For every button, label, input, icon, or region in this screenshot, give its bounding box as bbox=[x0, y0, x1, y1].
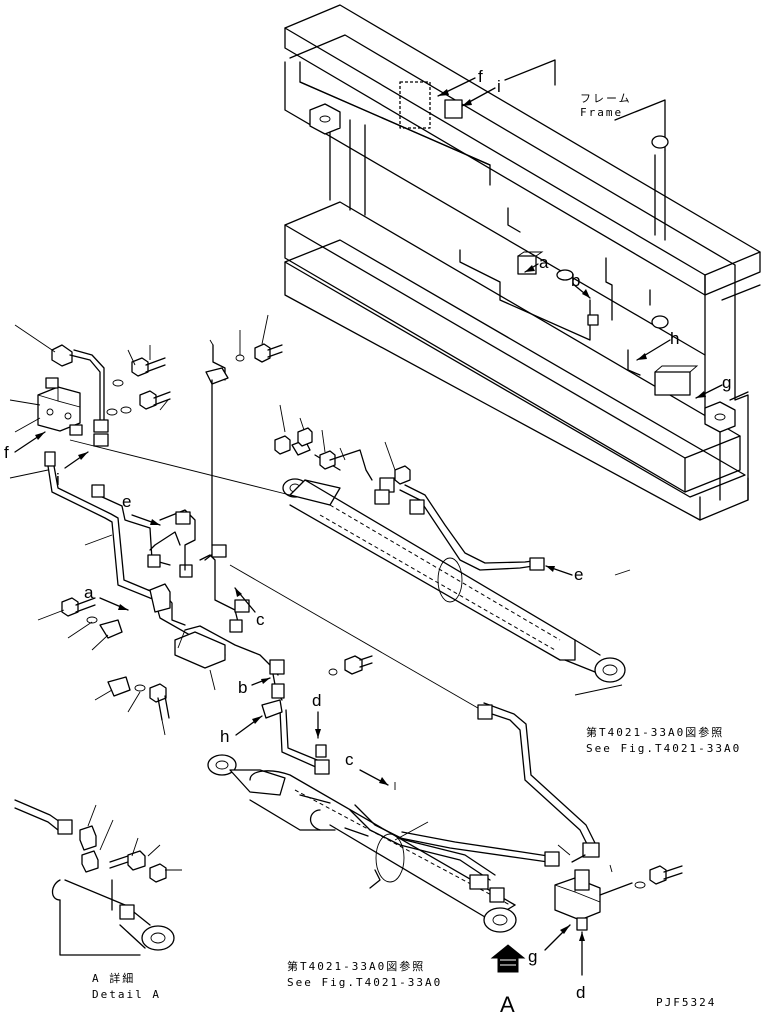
view-arrow-letter: A bbox=[500, 992, 515, 1016]
view-arrow-a: A bbox=[490, 944, 526, 1016]
callout-h-frame: h bbox=[670, 329, 679, 348]
right-valve-block bbox=[554, 865, 683, 931]
left-pipe-run bbox=[47, 465, 330, 775]
callout-b-frame: b bbox=[571, 271, 580, 290]
callout-g-frame: g bbox=[722, 373, 731, 392]
drawing-code: PJF5324 bbox=[656, 996, 716, 1009]
callout-h-mid: h bbox=[220, 727, 229, 746]
callout-d-lower: d bbox=[576, 983, 585, 1002]
detail-label-en: Detail A bbox=[92, 988, 161, 1001]
detail-a: A 詳細 Detail A bbox=[14, 799, 175, 1001]
callout-i-left: i bbox=[56, 470, 60, 489]
callout-c-lower: c bbox=[345, 750, 354, 769]
callout-e-left: e bbox=[122, 492, 131, 511]
callout-e-right: e bbox=[574, 565, 583, 584]
clips-bolts-mid bbox=[61, 343, 373, 721]
callout-f-left: f bbox=[4, 443, 9, 462]
lower-cylinder bbox=[207, 754, 560, 933]
see-fig-en-bottom: See Fig.T4021-33A0 bbox=[287, 976, 442, 989]
frame-label-jp: フレーム bbox=[580, 92, 632, 105]
frame-label-en: Frame bbox=[580, 106, 623, 119]
callout-a-frame: a bbox=[539, 253, 549, 272]
callout-c-mid: c bbox=[256, 610, 265, 629]
frame-callouts: f i a b h g フレーム Frame bbox=[437, 67, 731, 399]
callout-f-top: f bbox=[478, 67, 483, 86]
see-fig-jp-bottom: 第T4021-33A0図参照 bbox=[287, 959, 425, 973]
callout-i-top: i bbox=[497, 77, 501, 96]
see-fig-en-right: See Fig.T4021-33A0 bbox=[586, 742, 741, 755]
callout-b-mid: b bbox=[238, 678, 247, 697]
callout-a-left: a bbox=[84, 583, 94, 602]
see-fig-jp-right: 第T4021-33A0図参照 bbox=[586, 725, 724, 739]
left-bolts bbox=[106, 357, 171, 416]
callout-g-lower: g bbox=[528, 947, 537, 966]
frame-assembly bbox=[284, 4, 761, 521]
upper-cylinder bbox=[282, 427, 626, 683]
callout-d-mid: d bbox=[312, 691, 321, 710]
leader-lines bbox=[9, 314, 631, 873]
left-valve-block bbox=[37, 344, 109, 467]
reference-texts: 第T4021-33A0図参照 See Fig.T4021-33A0 第T4021… bbox=[287, 725, 741, 1009]
guide-lines bbox=[69, 439, 600, 863]
detail-label-jp: A 詳細 bbox=[92, 971, 135, 985]
callouts-lower: f i e a c b h d c e g d bbox=[4, 431, 585, 1002]
